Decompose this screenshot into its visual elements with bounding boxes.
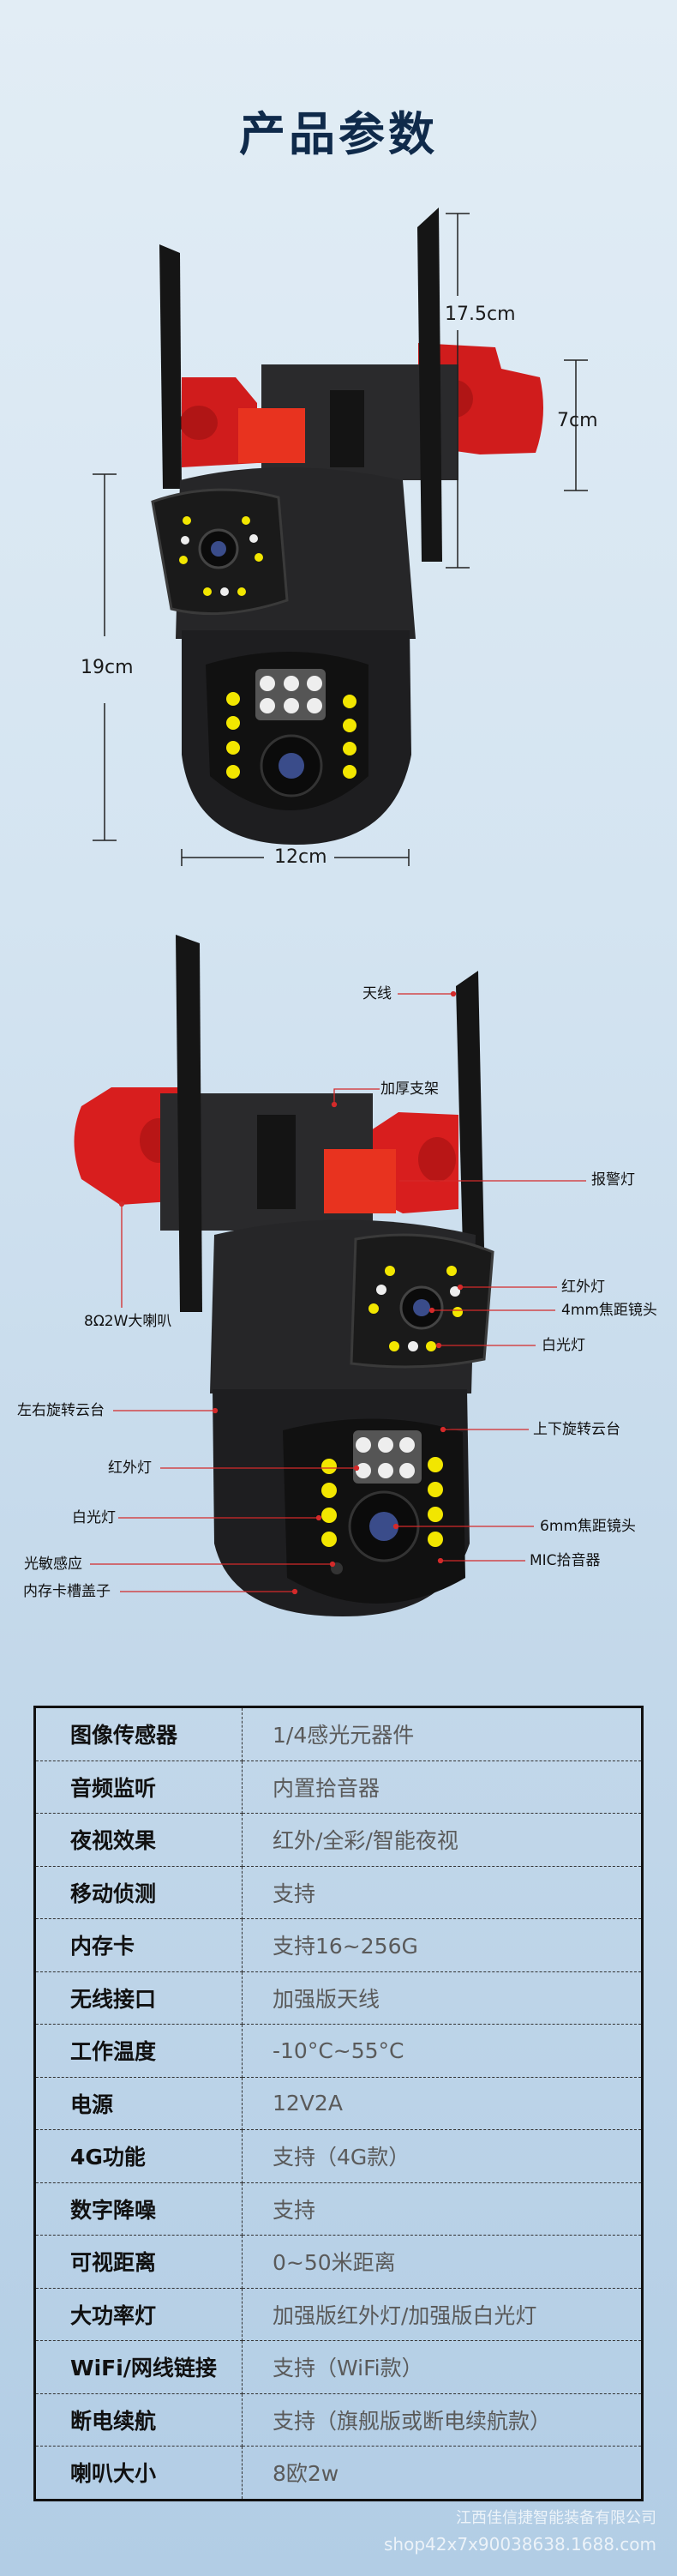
camera-dimension-illustration (93, 208, 588, 866)
spec-row: 大功率灯加强版红外灯/加强版白光灯 (34, 2288, 643, 2341)
antenna-left-icon (176, 935, 202, 1312)
callout-light-sensor: 光敏感应 (24, 1556, 82, 1573)
watermark-shop: shop42x7x90038638.1688.com (384, 2534, 656, 2555)
callout-bracket: 加厚支架 (380, 1080, 439, 1098)
page-title: 产品参数 (239, 107, 438, 161)
spec-label: 数字降噪 (34, 2182, 243, 2236)
spec-label: 可视距离 (34, 2235, 243, 2289)
spec-row: 喇叭大小 8欧2w (34, 2446, 643, 2500)
watermark-company: 江西佳信捷智能装备有限公司 (456, 2509, 656, 2527)
spec-value: 支持16~256G (242, 1918, 643, 1972)
spec-label: 音频监听 (34, 1760, 243, 1814)
spec-value: 支持（4G款） (242, 2129, 643, 2183)
callout-ir-light-top: 红外灯 (561, 1279, 605, 1296)
spec-value: 8欧2w (273, 2461, 339, 2487)
callout-pan-gimbal: 左右旋转云台 (17, 1402, 105, 1419)
spec-label: 断电续航 (34, 2393, 243, 2447)
callout-white-light-bottom: 白光灯 (72, 1509, 116, 1526)
spec-row: 内存卡支持16~256G (34, 1918, 643, 1972)
spec-label: 电源 (34, 2077, 243, 2130)
spec-row: 无线接口加强版天线 (34, 1971, 643, 2025)
callout-ir-light-bottom: 红外灯 (108, 1460, 152, 1477)
spec-label: 喇叭大小 (34, 2446, 243, 2500)
dimension-speaker-height: 7cm (557, 410, 598, 431)
spec-row: WiFi/网线链接支持（WiFi款） (34, 2340, 643, 2394)
dimension-antenna-height: 17.5cm (445, 304, 516, 325)
dimension-lines (93, 213, 588, 866)
callout-mic: MIC拾音器 (530, 1552, 601, 1569)
spec-value: 1/4感光元器件 (242, 1706, 643, 1761)
spec-value: 支持 (242, 2182, 643, 2236)
antenna-right-icon (417, 208, 442, 562)
dimension-body-height: 19cm (81, 657, 134, 678)
dimension-body-width: 12cm (274, 846, 327, 868)
spec-row: 工作温度-10°C~55°C (34, 2024, 643, 2078)
spec-value: -10°C~55°C (242, 2024, 643, 2078)
spec-label: 移动侦测 (34, 1866, 243, 1919)
spec-row: 数字降噪支持 (34, 2182, 643, 2236)
antenna-left-icon (159, 244, 182, 489)
spec-value: 红外/全彩/智能夜视 (242, 1813, 643, 1867)
spec-label: 夜视效果 (34, 1813, 243, 1867)
spec-label: 图像传感器 (34, 1706, 243, 1761)
spec-label: 大功率灯 (34, 2288, 243, 2341)
spec-value: 支持 (242, 1866, 643, 1919)
alarm-light-icon (324, 1149, 396, 1213)
antenna-right-icon (456, 971, 484, 1248)
alarm-light-icon (238, 408, 305, 463)
spec-row: 音频监听内置拾音器 (34, 1760, 643, 1814)
callout-alarm-light: 报警灯 (591, 1171, 635, 1189)
spec-value: 支持（旗舰版或断电续航款） (242, 2393, 643, 2447)
spec-value: 加强版天线 (242, 1971, 643, 2025)
callout-lines (90, 990, 586, 1595)
spec-row: 移动侦测支持 (34, 1866, 643, 1919)
spec-value: 加强版红外灯/加强版白光灯 (242, 2288, 643, 2341)
callout-lens-6mm: 6mm焦距镜头 (540, 1518, 636, 1535)
spec-label: 内存卡 (34, 1918, 243, 1972)
spec-row: 断电续航支持（旗舰版或断电续航款） (34, 2393, 643, 2447)
callout-white-light-top: 白光灯 (542, 1337, 585, 1354)
spec-label: 工作温度 (34, 2024, 243, 2078)
callout-lens-4mm: 4mm焦距镜头 (561, 1302, 657, 1319)
spec-label: 4G功能 (34, 2129, 243, 2183)
spec-value: 12V2A (242, 2077, 643, 2130)
spec-label: 无线接口 (34, 1971, 243, 2025)
callout-sd-cover: 内存卡槽盖子 (23, 1583, 111, 1600)
callout-tilt-gimbal: 上下旋转云台 (533, 1421, 620, 1438)
spec-value: 支持（WiFi款） (242, 2340, 643, 2394)
spec-value: 0~50米距离 (242, 2235, 643, 2289)
camera-parts-illustration (74, 935, 586, 1616)
callout-antenna: 天线 (362, 985, 392, 1002)
spec-label: WiFi/网线链接 (34, 2340, 243, 2394)
spec-row: 4G功能支持（4G款） (34, 2129, 643, 2183)
callout-speaker: 8Ω2W大喇叭 (84, 1313, 172, 1330)
spec-value: 内置拾音器 (242, 1760, 643, 1814)
spec-row: 夜视效果红外/全彩/智能夜视 (34, 1813, 643, 1867)
